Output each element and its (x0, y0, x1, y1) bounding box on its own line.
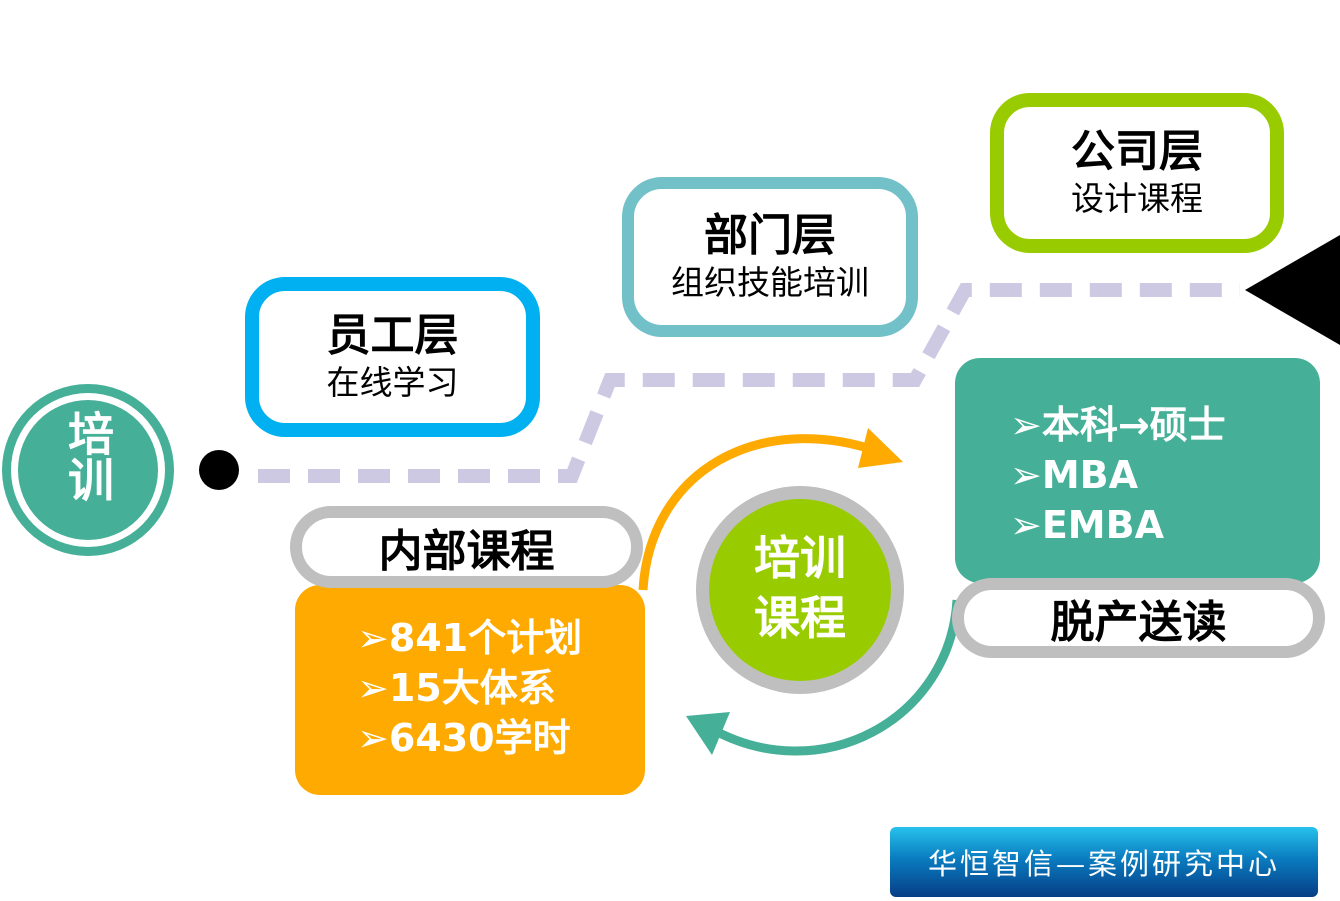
internal-item: 6430学时 (357, 713, 645, 763)
level-company: 公司层 设计课程 (990, 93, 1284, 253)
orange-cycle-arrow (638, 434, 882, 591)
green-arrow-head (686, 712, 730, 755)
center-line: 课程 (754, 591, 846, 645)
orange-arrow-head (858, 428, 903, 468)
external-item: 本科→硕士 (1010, 400, 1320, 450)
center-label: 培训 课程 (720, 528, 880, 648)
level-subtitle: 设计课程 (1071, 179, 1203, 218)
internal-item: 841个计划 (357, 613, 645, 663)
center-line: 培训 (754, 531, 846, 585)
external-box: 本科→硕士 MBA EMBA (955, 358, 1320, 583)
level-title: 公司层 (1071, 126, 1203, 177)
root-label: 培训 (61, 410, 115, 502)
level-department: 部门层 组织技能培训 (622, 177, 918, 337)
level-employee: 员工层 在线学习 (245, 277, 540, 437)
internal-item: 15大体系 (357, 663, 645, 713)
arrow-head-right (1245, 235, 1340, 345)
level-subtitle: 在线学习 (326, 363, 459, 402)
watermark-logo: 华恒智信—案例研究中心 (890, 827, 1318, 897)
level-subtitle: 组织技能培训 (671, 263, 869, 302)
start-dot (199, 450, 239, 490)
level-title: 员工层 (326, 310, 459, 361)
external-label: 脱产送读 (952, 578, 1325, 658)
internal-box: 841个计划 15大体系 6430学时 (295, 585, 645, 795)
internal-label: 内部课程 (290, 506, 643, 588)
external-item: EMBA (1010, 500, 1320, 550)
dashed-timeline (258, 283, 1240, 483)
level-title: 部门层 (704, 210, 836, 261)
external-item: MBA (1010, 450, 1320, 500)
green-cycle-arrow (707, 599, 962, 756)
